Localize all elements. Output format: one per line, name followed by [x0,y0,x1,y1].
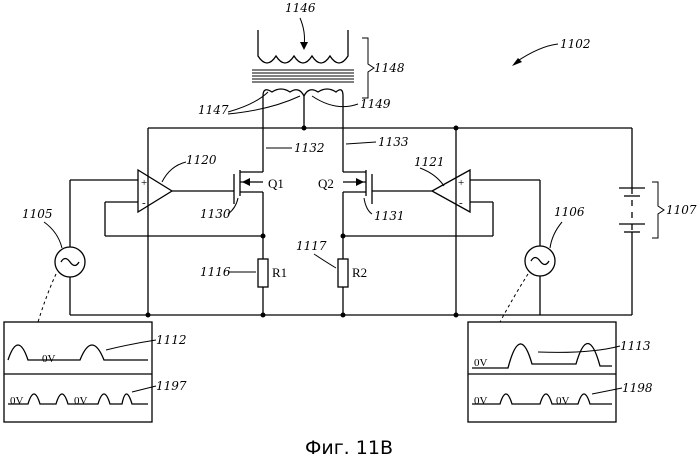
right-wire-leader [346,142,376,144]
core-ref-leader [300,18,305,46]
transistor-q2: Q2 1131 [318,170,405,223]
scope-left: 0V 0V 0V 1112 1197 [4,322,187,422]
transistor-q1-label: Q1 [268,176,284,191]
wiring [70,104,632,315]
resistor-r2-ref: 1117 [296,239,327,253]
scope-right-top-leader [538,346,620,352]
scope-right-top-trace [472,343,612,368]
ac-source-left-leader [44,222,62,248]
winding-left-ref: 1147 [198,103,229,117]
ac-source-left: 1105 [22,207,85,322]
figure-caption: Фиг. 11B [305,437,393,459]
scope-left-top-leader [106,340,156,350]
right-wire-ref: 1133 [378,135,409,149]
transistor-q1: Q1 1130 [200,170,284,221]
scope-left-top-trace [8,345,148,360]
battery-ref: 1107 [666,203,697,217]
op-amp-right-body [432,170,470,212]
scope-left-frame [4,322,152,422]
transistor-q2-leader [364,198,372,214]
scope-right-bottom-trace [472,394,612,404]
figure-ref-label: 1102 [560,37,591,51]
figure-ref-leader [516,44,558,62]
scope-left-bottom-zero-1: 0V [10,395,24,407]
transistor-q2-label: Q2 [318,176,334,191]
core-ref-arrowhead [300,42,308,50]
op-amp-left-ref: 1120 [186,153,217,167]
transformer: 1146 1148 1147 1149 [198,1,405,128]
op-amp-right: + - 1121 [414,155,470,212]
op-amp-right-plus: + [458,177,464,189]
op-amp-left-minus: - [142,197,146,209]
resistor-r1-label: R1 [272,265,287,280]
resistor-r2: R2 1117 [296,239,367,287]
resistor-r1: R1 1116 [200,259,287,287]
op-amp-right-leader [420,168,444,186]
ac-source-right-ref: 1106 [554,205,585,219]
scope-left-top-zero: 0V [42,353,56,365]
op-amp-left: + - 1120 [138,153,217,212]
transformer-core [252,70,354,82]
scope-right-bottom-zero-1: 0V [474,395,488,407]
transformer-bracket [362,38,374,98]
transformer-bracket-ref: 1148 [374,61,405,75]
transistor-q2-ref: 1131 [374,209,405,223]
figure-reference: 1102 [512,37,591,66]
winding-right-ref: 1149 [360,97,391,111]
winding-right-leader [312,96,358,107]
scope-right-bottom-ref: 1198 [622,381,653,395]
primary-winding [263,89,343,104]
scope-left-top-ref: 1112 [156,333,187,347]
ac-source-right-leader [550,222,562,248]
scope-right-bottom-zero-2: 0V [556,395,570,407]
op-amp-left-plus: + [141,177,147,189]
scope-right-bottom-leader [592,388,622,394]
scope-right-top-zero: 0V [474,357,488,369]
winding-left-leader-2 [228,96,300,114]
resistor-r1-ref: 1116 [200,265,231,279]
ac-source-right: 1106 [500,205,585,322]
scope-right: 0V 0V 0V 1113 1198 [468,322,653,422]
transformer-core-ref: 1146 [285,1,316,15]
op-amp-right-minus: - [459,197,463,209]
ac-source-left-ref: 1105 [22,207,53,221]
battery-bracket [652,182,664,238]
scope-left-bottom-zero-2: 0V [74,395,88,407]
scope-right-top-ref: 1113 [620,339,651,353]
left-wire-ref: 1132 [294,141,325,155]
op-amp-right-ref: 1121 [414,155,445,169]
resistor-r2-leader [314,254,336,268]
op-amp-left-leader [162,162,186,182]
ac-source-left-probe [38,274,56,322]
battery: 1107 [619,182,697,238]
transistor-q1-ref: 1130 [200,207,231,221]
scope-left-bottom-ref: 1197 [156,379,187,393]
resistor-r2-label: R2 [352,265,367,280]
scope-right-frame [468,322,616,422]
